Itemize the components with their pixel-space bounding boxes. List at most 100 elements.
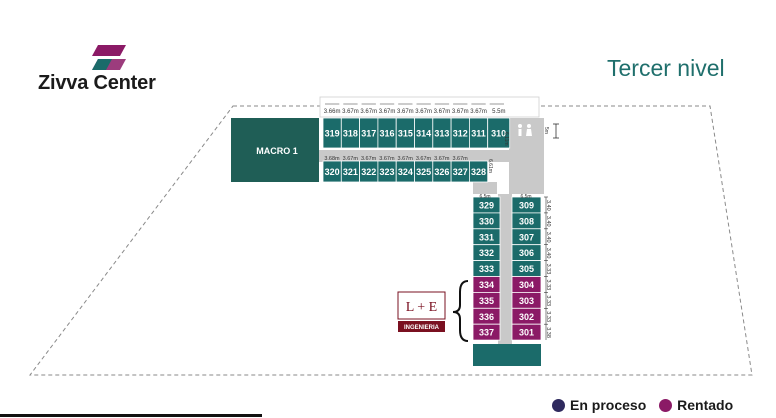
unit-label: 312 — [453, 129, 468, 139]
unit-337[interactable]: 337 — [472, 323, 501, 341]
unit-317[interactable]: 317 — [359, 117, 379, 149]
column-corridor-left — [473, 182, 497, 194]
macro-1-block — [231, 118, 319, 182]
unit-322[interactable]: 322 — [359, 160, 379, 183]
unit-331[interactable]: 331 — [472, 228, 501, 246]
unit-308[interactable]: 308 — [511, 212, 542, 230]
unit-326[interactable]: 326 — [432, 160, 452, 183]
unit-label: 330 — [479, 216, 494, 226]
top-dim-label: 3.66m — [324, 109, 341, 115]
bottom-dim-label: 3.67m — [361, 156, 377, 162]
unit-319[interactable]: 319 — [322, 117, 342, 149]
unit-label: 305 — [519, 264, 534, 274]
bottom-dim-label: 3.67m — [379, 156, 395, 162]
unit-305[interactable]: 305 — [511, 260, 542, 277]
brand-name: Zivva Center — [38, 72, 156, 94]
column-corridor — [498, 194, 512, 344]
unit-label: 314 — [416, 129, 431, 139]
unit-label: 303 — [519, 296, 534, 306]
unit-label: 316 — [380, 129, 395, 139]
unit-label: 309 — [519, 200, 534, 210]
bottom-rule — [0, 414, 262, 417]
unit-label: 337 — [479, 328, 494, 338]
right-dim-label: 3.40 — [545, 216, 551, 227]
unit-310[interactable]: 310 — [487, 117, 511, 149]
unit-336[interactable]: 336 — [472, 307, 501, 325]
unit-325[interactable]: 325 — [414, 160, 434, 183]
top-dim-label: 5.5m — [492, 109, 505, 115]
unit-312[interactable]: 312 — [450, 117, 470, 149]
logo-mark-icon — [92, 45, 126, 70]
common-core — [509, 118, 544, 194]
bottom-dim-label: 3.67m — [343, 156, 359, 162]
column-head-dim-right: 6.5m — [520, 194, 531, 200]
unit-label: 329 — [479, 200, 494, 210]
unit-335[interactable]: 335 — [472, 291, 501, 309]
tenant-subtitle: INGENIERIA — [404, 325, 440, 331]
unit-label: 319 — [325, 129, 340, 139]
unit-311[interactable]: 311 — [468, 117, 489, 149]
unit-label: 320 — [325, 167, 340, 177]
top-dim-label: 3.67m — [434, 109, 451, 115]
unit-label: 310 — [491, 129, 506, 139]
unit-332[interactable]: 332 — [472, 244, 501, 261]
unit-330[interactable]: 330 — [472, 212, 501, 230]
unit-label: 328 — [471, 167, 486, 177]
tenant-logo-text: L + E — [406, 300, 437, 315]
unit-label: 304 — [519, 280, 534, 290]
base-strip — [473, 344, 541, 366]
unit-307[interactable]: 307 — [511, 228, 542, 246]
unit-label: 307 — [519, 232, 534, 242]
unit-302[interactable]: 302 — [511, 307, 542, 325]
right-height-dim: 5m — [543, 127, 549, 134]
unit-316[interactable]: 316 — [377, 117, 397, 149]
tenant-subtitle-bar — [398, 321, 445, 332]
unit-label: 333 — [479, 264, 494, 274]
unit-label: 321 — [343, 167, 358, 177]
unit-320[interactable]: 320 — [322, 160, 342, 183]
unit-label: 313 — [434, 129, 449, 139]
unit-label: 323 — [380, 167, 395, 177]
unit-321[interactable]: 321 — [340, 160, 360, 183]
top-dim-label: 3.67m — [470, 109, 487, 115]
unit-314[interactable]: 314 — [414, 117, 434, 149]
unit-323[interactable]: 323 — [377, 160, 397, 183]
top-dim-strip — [319, 96, 540, 118]
unit-324[interactable]: 324 — [395, 160, 415, 183]
unit-label: 332 — [479, 248, 494, 258]
macro-1-label: MACRO 1 — [256, 146, 298, 156]
unit-label: 325 — [416, 167, 431, 177]
right-dim-label: 3.40 — [545, 248, 551, 259]
bottom-dim-label: 3.67m — [452, 156, 468, 162]
unit-328[interactable]: 328 — [468, 160, 489, 183]
unit-310-dim: 6.11m — [503, 132, 509, 146]
unit-label: 324 — [398, 167, 413, 177]
top-dim-label: 3.67m — [452, 109, 469, 115]
right-dim-label: 3.40 — [545, 200, 551, 211]
unit-327[interactable]: 327 — [450, 160, 470, 183]
legend-label-rentado: Rentado — [677, 397, 734, 414]
unit-313[interactable]: 313 — [432, 117, 452, 149]
top-dim-label: 3.67m — [342, 109, 359, 115]
legend: En proceso Rentado — [552, 396, 733, 413]
vertical-dim-left: 6.61m — [487, 159, 493, 173]
unit-334[interactable]: 334 — [472, 276, 501, 293]
unit-333[interactable]: 333 — [472, 260, 501, 277]
right-dim-label: 3.40 — [545, 232, 551, 243]
legend-dot-rentado — [659, 398, 673, 412]
right-dim-label: 3.33 — [545, 311, 551, 322]
unit-304[interactable]: 304 — [511, 276, 542, 293]
top-dim-label: 3.67m — [415, 109, 432, 115]
unit-label: 336 — [479, 312, 494, 322]
site-boundary — [28, 105, 753, 376]
unit-315[interactable]: 315 — [395, 117, 415, 149]
unit-306[interactable]: 306 — [511, 244, 542, 261]
right-dim-label: 3.38 — [545, 327, 551, 338]
restroom-icon — [518, 124, 532, 136]
unit-label: 334 — [479, 280, 494, 290]
unit-318[interactable]: 318 — [340, 117, 360, 149]
unit-label: 302 — [519, 312, 534, 322]
unit-301[interactable]: 301 — [511, 323, 542, 341]
unit-303[interactable]: 303 — [511, 291, 542, 309]
